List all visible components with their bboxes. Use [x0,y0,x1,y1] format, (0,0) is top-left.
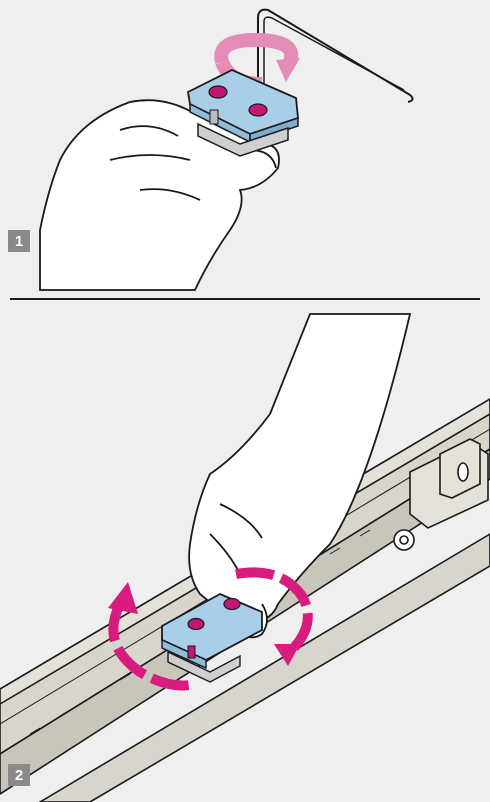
step-2-illustration [0,304,490,802]
step-number-badge: 1 [8,230,30,252]
hex-key-icon [258,10,413,102]
step-1-illustration [0,0,490,296]
step-number-badge: 2 [8,764,30,786]
section-divider [10,298,480,300]
step-1-panel: 1 [0,0,490,296]
step-2-panel: 2 [0,304,490,802]
